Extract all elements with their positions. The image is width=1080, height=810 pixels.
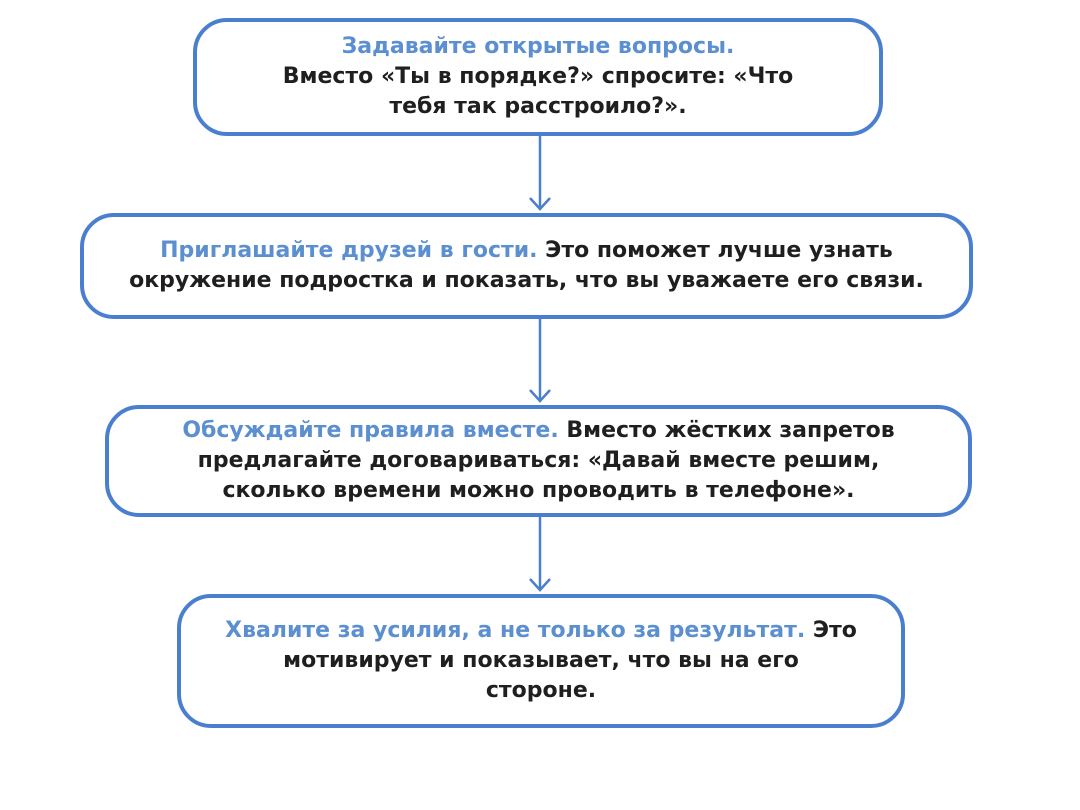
step-1-line-3: тебя так расстроило?». (389, 93, 687, 119)
step-1-line-2: Вместо «Ты в порядке?» спросите: «Что (282, 64, 794, 90)
step-2-line-2: окружение подростка и показать, что вы у… (129, 268, 924, 293)
step-4-line-3: стороне. (485, 677, 597, 703)
step-2-highlight: Приглашайте друзей в гости. (160, 238, 538, 264)
step-3-line-3: сколько времени можно проводить в телефо… (222, 477, 855, 503)
step-3-box: Обсуждайте правила вместе. Вместо жёстки… (105, 405, 972, 517)
step-3-line-2: предлагайте договариваться: «Давай вмест… (197, 448, 880, 474)
step-3-highlight: Обсуждайте правила вместе. (182, 418, 559, 444)
step-1-box: Задавайте открытые вопросы. Вместо «Ты в… (193, 18, 883, 136)
step-4-line-1-rest: Это (805, 618, 857, 644)
step-1-highlight: Задавайте открытые вопросы. (341, 34, 735, 60)
step-2-line-1-rest: Это поможет лучше узнать (537, 238, 893, 264)
step-2-box: Приглашайте друзей в гости. Это поможет … (80, 213, 973, 319)
step-3-line-1-rest: Вместо жёстких запретов (558, 418, 895, 444)
arrow-3 (529, 517, 551, 592)
step-4-line-2: мотивирует и показывает, что вы на его (283, 648, 799, 674)
arrow-1 (529, 136, 551, 211)
step-4-highlight: Хвалите за усилия, а не только за резуль… (225, 618, 806, 644)
arrow-2 (529, 319, 551, 403)
step-4-box: Хвалите за усилия, а не только за резуль… (177, 594, 905, 728)
